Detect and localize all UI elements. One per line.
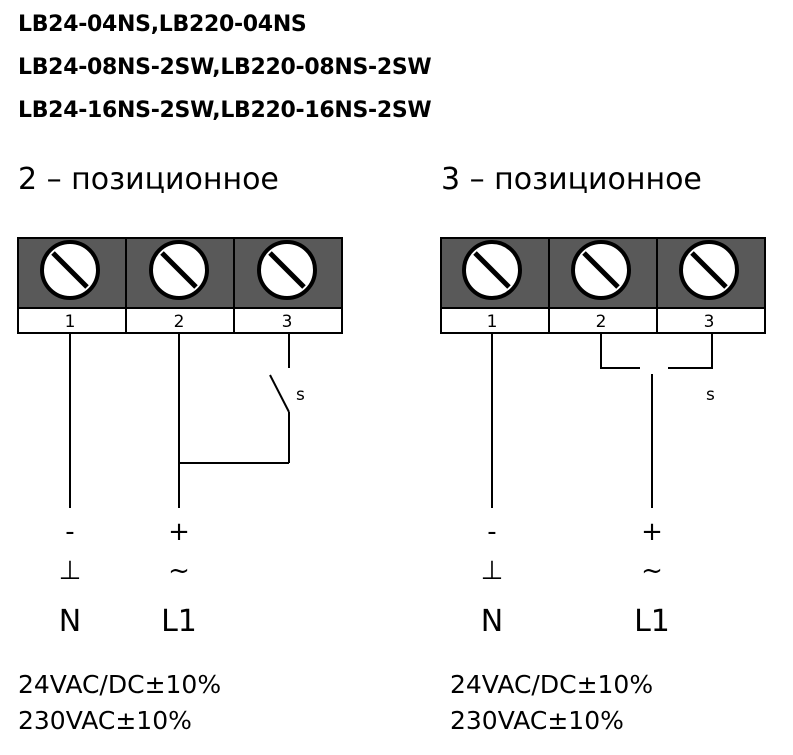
right-screw-1-icon	[462, 240, 522, 300]
left-screw-2-icon	[149, 240, 209, 300]
right-l1-label: L1	[634, 604, 670, 639]
left-ac-symbol: ~	[168, 556, 190, 586]
left-ground-symbol: ⊥	[58, 556, 82, 586]
right-screw-2-icon	[571, 240, 631, 300]
right-switch-label: s	[706, 385, 715, 405]
model-line-2: LB24-08NS-2SW,LB220-08NS-2SW	[18, 55, 432, 80]
right-terminal-number-2: 2	[596, 312, 607, 332]
left-wiring	[69, 333, 290, 508]
right-ground-symbol: ⊥	[480, 556, 504, 586]
left-n-label: N	[58, 604, 82, 639]
left-positive-sign: +	[168, 517, 190, 547]
left-terminal-number-1: 1	[65, 312, 76, 332]
right-positive-sign: +	[641, 517, 663, 547]
left-spec-24v: 24VAC/DC±10%	[18, 670, 222, 699]
right-spec-230v: 230VAC±10%	[450, 706, 624, 735]
right-terminal-block: 1 2 3	[440, 237, 766, 334]
left-spec-230v: 230VAC±10%	[18, 706, 192, 735]
right-negative-sign: -	[487, 517, 497, 547]
right-ac-symbol: ~	[641, 556, 663, 586]
right-screw-3-icon	[679, 240, 739, 300]
right-diagram-title: 3 – позиционное	[441, 162, 702, 197]
left-terminal-number-3: 3	[282, 312, 293, 332]
left-switch-label: s	[296, 385, 305, 405]
right-spec-24v: 24VAC/DC±10%	[450, 670, 654, 699]
model-line-3: LB24-16NS-2SW,LB220-16NS-2SW	[18, 98, 432, 123]
right-wiring	[491, 333, 713, 508]
left-terminal-number-2: 2	[174, 312, 185, 332]
left-l1-label: L1	[161, 604, 197, 639]
left-terminal-block: 1 2 3	[17, 237, 343, 334]
left-switch-contact	[269, 374, 290, 413]
left-screw-1-icon	[40, 240, 100, 300]
left-negative-sign: -	[65, 517, 75, 547]
right-terminal-number-1: 1	[487, 312, 498, 332]
model-line-1: LB24-04NS,LB220-04NS	[18, 12, 307, 37]
left-diagram-title: 2 – позиционное	[18, 162, 279, 197]
right-n-label: N	[480, 604, 504, 639]
right-terminal-number-3: 3	[704, 312, 715, 332]
left-screw-3-icon	[257, 240, 317, 300]
